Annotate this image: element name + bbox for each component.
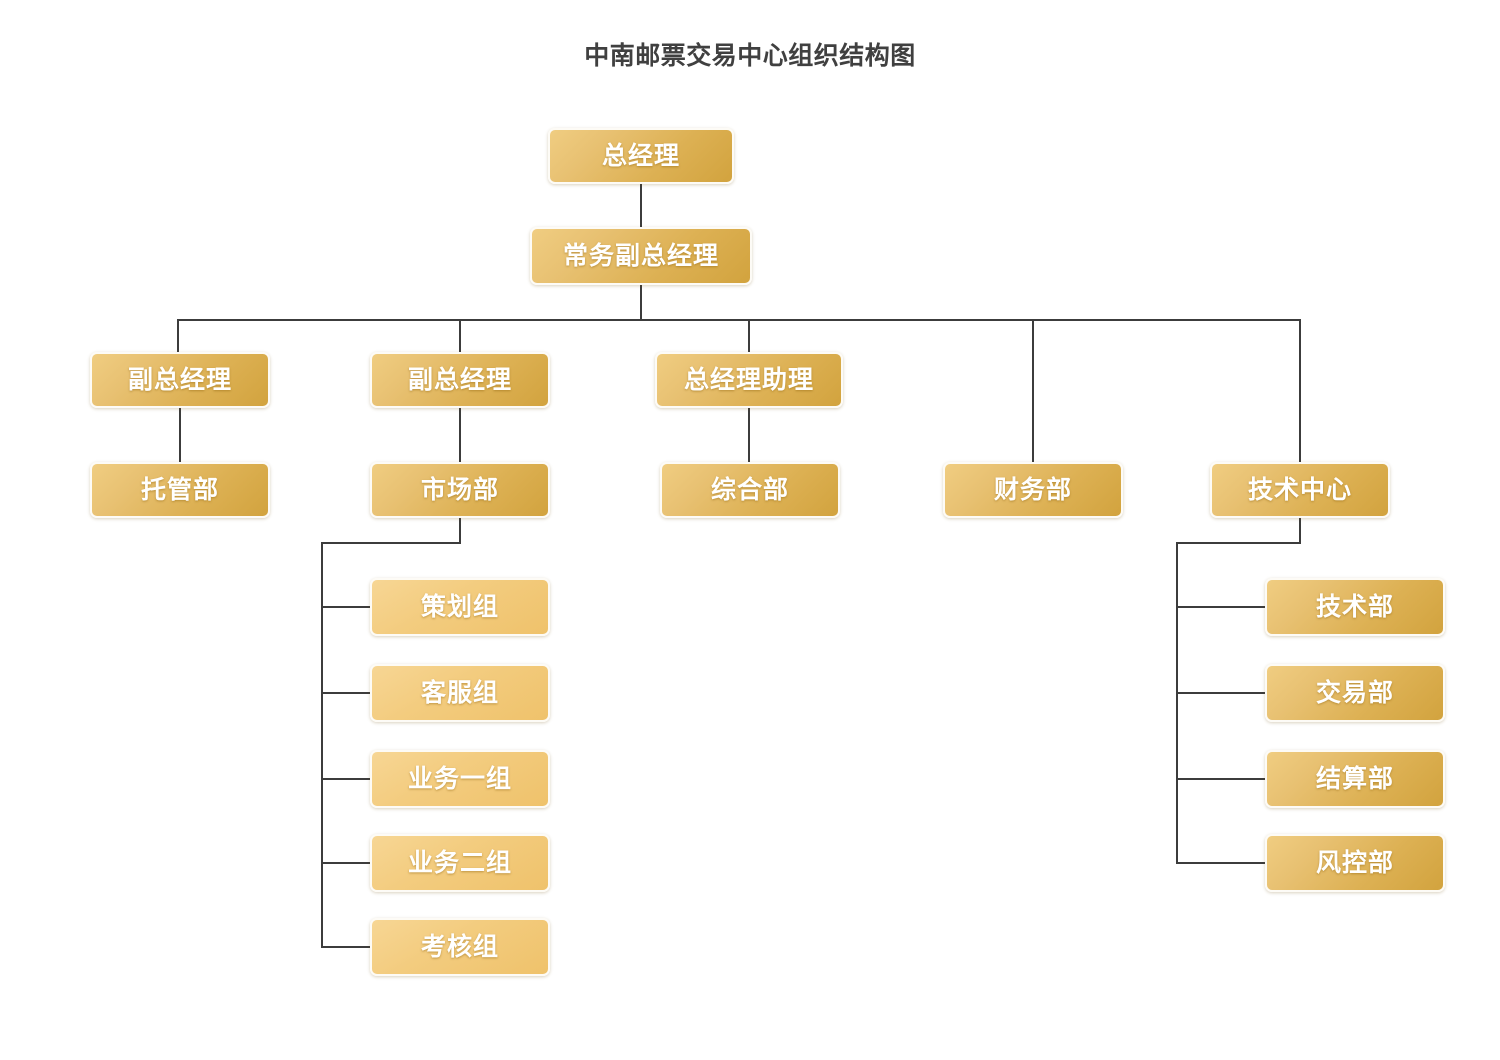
org-node-label: 副总经理 xyxy=(407,365,512,394)
org-node-label: 副总经理 xyxy=(127,365,232,394)
org-node-label: 综合部 xyxy=(710,475,789,504)
org-node-label: 交易部 xyxy=(1315,678,1394,707)
page-title: 中南邮票交易中心组织结构图 xyxy=(584,42,916,70)
org-node-label: 常务副总经理 xyxy=(562,241,719,270)
org-node-tech_dept[interactable]: 技术部 xyxy=(1265,578,1445,636)
org-node-plan_grp[interactable]: 策划组 xyxy=(370,578,550,636)
org-node-exec_vgm[interactable]: 常务副总经理 xyxy=(530,227,752,285)
org-node-label: 技术中心 xyxy=(1247,475,1352,504)
org-node-label: 风控部 xyxy=(1315,848,1394,877)
org-node-label: 结算部 xyxy=(1315,764,1394,793)
org-node-gm[interactable]: 总经理 xyxy=(548,128,734,184)
org-node-market[interactable]: 市场部 xyxy=(370,462,550,518)
org-node-settle_dept[interactable]: 结算部 xyxy=(1265,750,1445,808)
org-node-label: 总经理助理 xyxy=(683,365,814,394)
org-node-custody[interactable]: 托管部 xyxy=(90,462,270,518)
org-node-assess_grp[interactable]: 考核组 xyxy=(370,918,550,976)
org-node-risk_dept[interactable]: 风控部 xyxy=(1265,834,1445,892)
org-node-trade_dept[interactable]: 交易部 xyxy=(1265,664,1445,722)
org-node-label: 客服组 xyxy=(420,678,499,707)
org-node-cs_grp[interactable]: 客服组 xyxy=(370,664,550,722)
org-node-label: 托管部 xyxy=(140,475,219,504)
org-node-vgm2[interactable]: 副总经理 xyxy=(370,352,550,408)
org-node-label: 业务二组 xyxy=(407,848,512,877)
org-node-biz1_grp[interactable]: 业务一组 xyxy=(370,750,550,808)
org-node-biz2_grp[interactable]: 业务二组 xyxy=(370,834,550,892)
org-node-label: 业务一组 xyxy=(407,764,512,793)
org-node-vgm1[interactable]: 副总经理 xyxy=(90,352,270,408)
org-node-tech_ctr[interactable]: 技术中心 xyxy=(1210,462,1390,518)
org-node-general[interactable]: 综合部 xyxy=(660,462,840,518)
org-node-label: 考核组 xyxy=(420,932,499,961)
org-node-label: 总经理 xyxy=(601,141,680,170)
org-node-label: 财务部 xyxy=(993,475,1072,504)
org-node-gm_asst[interactable]: 总经理助理 xyxy=(655,352,843,408)
org-node-label: 技术部 xyxy=(1315,592,1394,621)
org-node-finance[interactable]: 财务部 xyxy=(943,462,1123,518)
org-node-label: 市场部 xyxy=(420,475,499,504)
org-node-label: 策划组 xyxy=(420,592,499,621)
